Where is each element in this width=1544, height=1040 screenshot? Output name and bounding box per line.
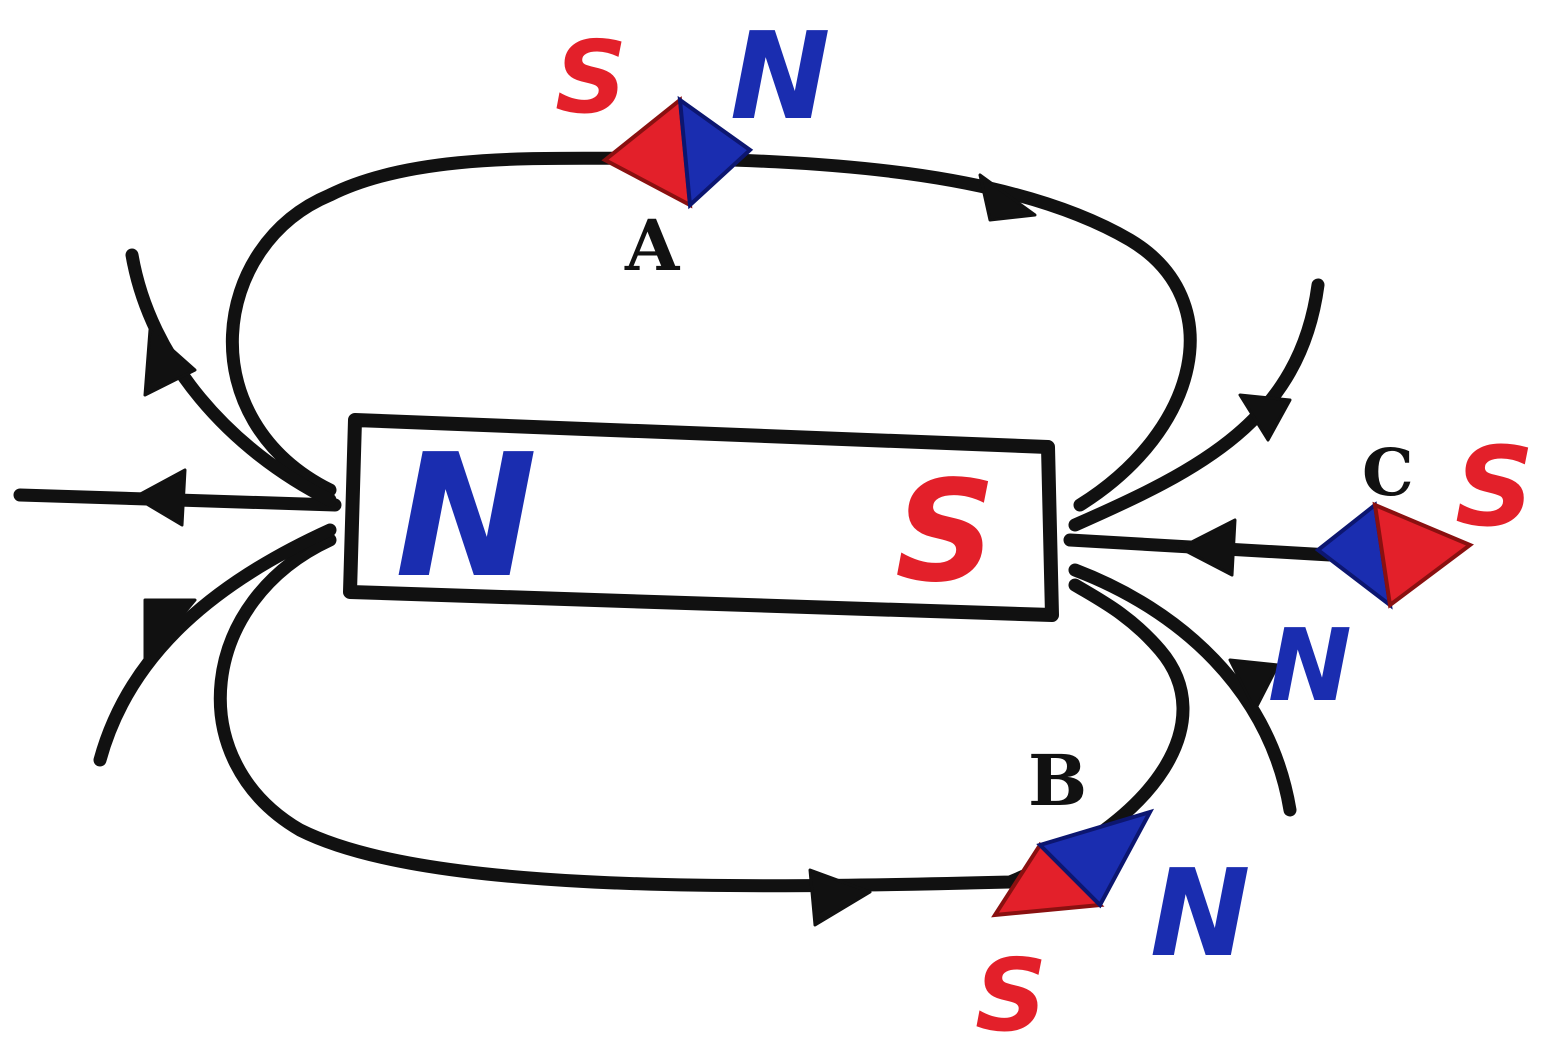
bar-magnet: N S (343, 413, 1059, 622)
compass-C: C S N (1268, 423, 1534, 724)
arrow-left-upper (143, 328, 197, 397)
compass-C-point-label: C (1362, 435, 1414, 511)
compass-B-north-label: N (1150, 845, 1250, 984)
arrow-right-upper (1238, 393, 1292, 442)
compass-A-north-half (677, 95, 754, 210)
arrow-bottom (808, 868, 872, 927)
arrow-left-horizontal (133, 468, 187, 527)
magnet-south-label: S (895, 451, 996, 614)
compass-A: A S N (555, 8, 830, 287)
field-line-left-lower (93, 523, 337, 767)
compass-A-point-label: A (624, 204, 681, 287)
compass-C-north-label: N (1268, 607, 1352, 724)
field-line-right-lower (1068, 563, 1297, 817)
bar-magnet-outline (343, 413, 1059, 622)
compass-A-south-label: S (555, 19, 627, 136)
compass-B-south-label: S (975, 937, 1047, 1040)
arrow-right-horizontal (1178, 518, 1237, 577)
arrow-right-lower (1228, 658, 1280, 712)
field-line-bottom-loop (213, 533, 1190, 893)
field-arrows (133, 173, 1292, 927)
field-line-right-upper (1068, 278, 1325, 532)
arrow-top-right (978, 173, 1037, 222)
compass-C-south-half (1372, 501, 1474, 609)
compass-C-south-label: S (1455, 423, 1534, 551)
magnet-north-label: N (395, 418, 537, 616)
compass-B-north-half (1036, 808, 1155, 909)
compass-B-point-label: B (1028, 739, 1087, 822)
arrow-left-lower (143, 598, 197, 662)
field-line-left-upper (125, 248, 337, 507)
compass-B: B N S (975, 739, 1250, 1040)
compass-A-north-label: N (730, 8, 830, 147)
